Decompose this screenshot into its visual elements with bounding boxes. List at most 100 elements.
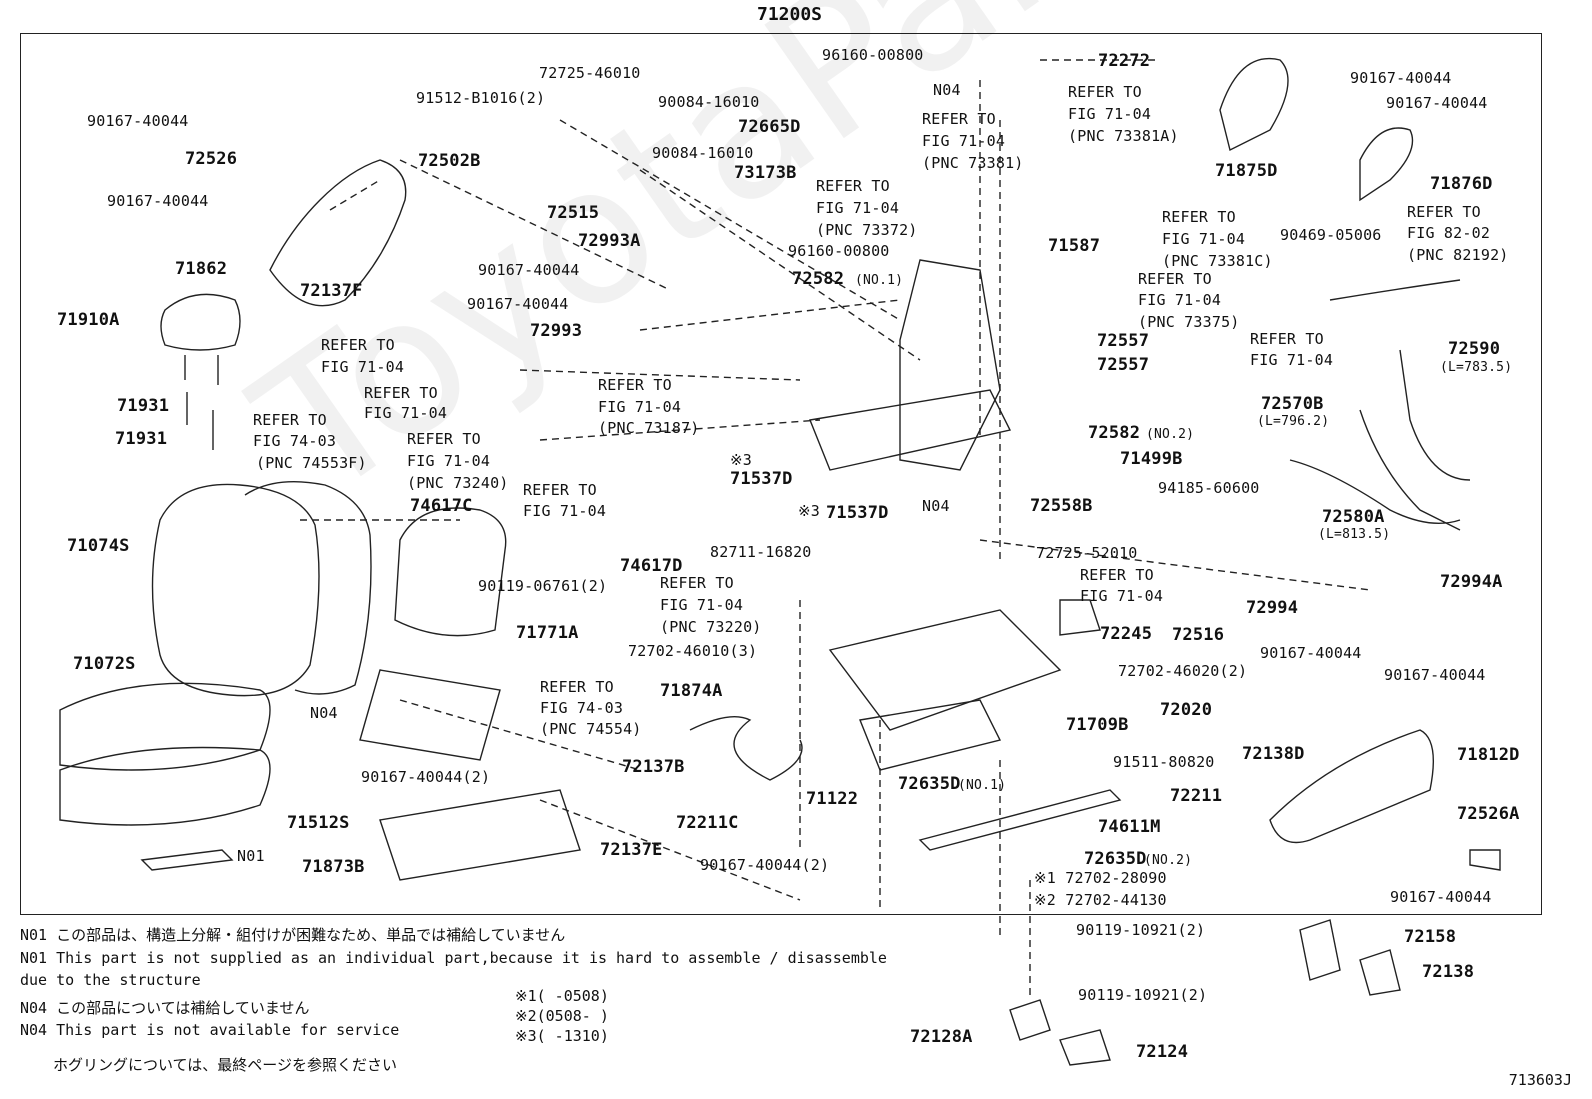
part-label[interactable]: 71499B (1120, 449, 1183, 469)
part-label[interactable]: (PNC 73375) (1138, 313, 1240, 331)
part-label[interactable]: (NO.2) (1144, 853, 1193, 868)
part-label[interactable]: 94185-60600 (1158, 479, 1260, 497)
part-label[interactable]: 72020 (1160, 700, 1213, 720)
part-label[interactable]: 72138 (1422, 962, 1475, 982)
part-label[interactable]: 72128A (910, 1027, 973, 1047)
part-label[interactable]: 72526A (1457, 804, 1520, 824)
part-label[interactable]: 72502B (418, 151, 481, 171)
part-label[interactable]: 71122 (806, 789, 859, 809)
part-label[interactable]: 71074S (67, 536, 130, 556)
part-label[interactable]: REFER TO (660, 574, 734, 592)
part-label[interactable]: 90167-40044 (107, 192, 209, 210)
part-label[interactable]: 90167-40044 (478, 261, 580, 279)
part-label[interactable]: 72515 (547, 203, 600, 223)
part-label[interactable]: REFER TO (321, 336, 395, 354)
part-label[interactable]: 71072S (73, 654, 136, 674)
part-label[interactable]: (PNC 73381A) (1068, 127, 1179, 145)
part-label[interactable]: 72590 (1448, 339, 1501, 359)
part-label[interactable]: REFER TO (1407, 203, 1481, 221)
part-label[interactable]: 71862 (175, 259, 228, 279)
part-label[interactable]: ※2 72702-44130 (1034, 891, 1167, 909)
part-label[interactable]: 71875D (1215, 161, 1278, 181)
part-label[interactable]: (NO.1) (958, 778, 1007, 793)
part-label[interactable]: 72137F (300, 281, 363, 301)
part-label[interactable]: FIG 71-04 (1068, 105, 1152, 123)
part-label[interactable]: FIG 71-04 (1250, 351, 1334, 369)
part-label[interactable]: REFER TO (1138, 270, 1212, 288)
part-label[interactable]: 72272 (1098, 51, 1151, 71)
part-label[interactable]: 90167-40044 (1384, 666, 1486, 684)
part-label[interactable]: REFER TO (364, 384, 438, 402)
part-label[interactable]: 72665D (738, 117, 801, 137)
part-label[interactable]: REFER TO (1250, 330, 1324, 348)
part-label[interactable]: 90167-40044 (87, 112, 189, 130)
part-label[interactable]: 71931 (117, 396, 170, 416)
part-label[interactable]: REFER TO (407, 430, 481, 448)
part-label[interactable]: 74611M (1098, 817, 1161, 837)
part-label[interactable]: (L=796.2) (1257, 414, 1330, 429)
part-label[interactable]: (PNC 73187) (598, 419, 700, 437)
part-label[interactable]: 72158 (1404, 927, 1457, 947)
part-label[interactable]: 72558B (1030, 496, 1093, 516)
part-label[interactable]: 71512S (287, 813, 350, 833)
part-label[interactable]: FIG 71-04 (660, 596, 744, 614)
part-label[interactable]: 71910A (57, 310, 120, 330)
part-label[interactable]: (NO.2) (1146, 427, 1195, 442)
part-label[interactable]: (PNC 73381C) (1162, 252, 1273, 270)
part-label[interactable]: REFER TO (1162, 208, 1236, 226)
part-label[interactable]: 72516 (1172, 625, 1225, 645)
part-label[interactable]: FIG 71-04 (523, 502, 607, 520)
part-label[interactable]: 96160-00800 (822, 46, 924, 64)
part-label[interactable]: (PNC 73381) (922, 154, 1024, 172)
part-label[interactable]: FIG 71-04 (922, 132, 1006, 150)
part-label[interactable]: 96160-00800 (788, 242, 890, 260)
part-label[interactable]: 72138D (1242, 744, 1305, 764)
part-label[interactable]: 72635D (898, 774, 961, 794)
part-label[interactable]: (L=813.5) (1318, 527, 1391, 542)
part-label[interactable]: 90167-40044(2) (700, 856, 830, 874)
part-label[interactable]: 90167-40044 (1386, 94, 1488, 112)
part-label[interactable]: FIG 71-04 (407, 452, 491, 470)
part-label[interactable]: FIG 82-02 (1407, 224, 1491, 242)
part-label[interactable]: N04 (922, 497, 950, 515)
part-label[interactable]: 71771A (516, 623, 579, 643)
part-label[interactable]: FIG 71-04 (1138, 291, 1222, 309)
part-label[interactable]: (PNC 73372) (816, 221, 918, 239)
part-label[interactable]: N04 (933, 81, 961, 99)
part-label[interactable]: (PNC 74553F) (256, 454, 367, 472)
part-label[interactable]: 72582 (1088, 423, 1141, 443)
part-label[interactable]: FIG 71-04 (321, 358, 405, 376)
part-label[interactable]: 72137E (600, 840, 663, 860)
part-label[interactable]: ※3 (730, 451, 752, 469)
part-label[interactable]: 71931 (115, 429, 168, 449)
part-label[interactable]: 72526 (185, 149, 238, 169)
part-label[interactable]: 90119-10921(2) (1076, 921, 1206, 939)
part-label[interactable]: FIG 71-04 (598, 398, 682, 416)
part-label[interactable]: FIG 71-04 (816, 199, 900, 217)
part-label[interactable]: 71812D (1457, 745, 1520, 765)
part-label[interactable]: 91511-80820 (1113, 753, 1215, 771)
part-label[interactable]: 90119-06761(2) (478, 577, 608, 595)
part-label[interactable]: REFER TO (523, 481, 597, 499)
part-label[interactable]: FIG 71-04 (364, 404, 448, 422)
part-label[interactable]: 72245 (1100, 624, 1153, 644)
part-label[interactable]: N01 (237, 847, 265, 865)
part-label[interactable]: (PNC 82192) (1407, 246, 1509, 264)
part-label[interactable]: 90119-10921(2) (1078, 986, 1208, 1004)
part-label[interactable]: 72582 (792, 269, 845, 289)
part-label[interactable]: N04 (310, 704, 338, 722)
part-label[interactable]: 72211C (676, 813, 739, 833)
part-label[interactable]: FIG 74-03 (540, 699, 624, 717)
part-label[interactable]: REFER TO (598, 376, 672, 394)
part-label[interactable]: (PNC 73240) (407, 474, 509, 492)
part-label[interactable]: REFER TO (1068, 83, 1142, 101)
part-label[interactable]: 71874A (660, 681, 723, 701)
part-label[interactable]: REFER TO (1080, 566, 1154, 584)
part-label[interactable]: 72580A (1322, 507, 1385, 527)
part-label[interactable]: 90167-40044 (467, 295, 569, 313)
part-label[interactable]: 90084-16010 (658, 93, 760, 111)
part-label[interactable]: 72994A (1440, 572, 1503, 592)
part-label[interactable]: 90084-16010 (652, 144, 754, 162)
part-label[interactable]: (PNC 74554) (540, 720, 642, 738)
part-label[interactable]: 74617D (620, 556, 683, 576)
